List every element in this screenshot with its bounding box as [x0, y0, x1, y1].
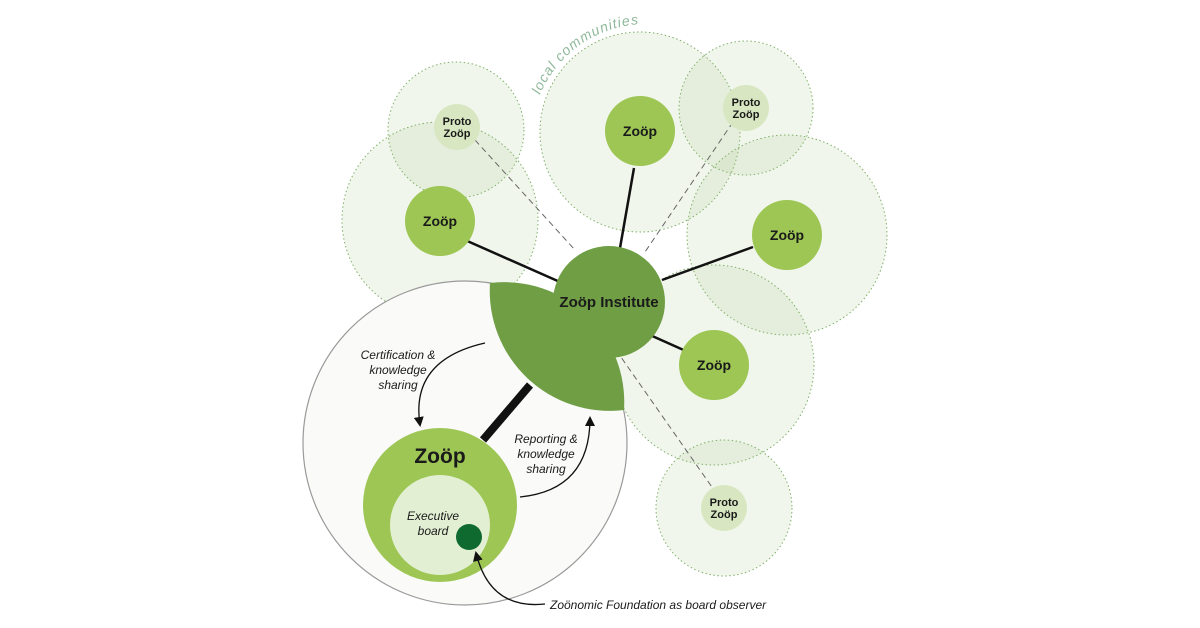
detail-connector: [479, 382, 534, 443]
zoop-institute-node: [553, 246, 665, 358]
reporting-label-line1: Reporting &: [514, 432, 577, 446]
proto-zoop-label-line1: Proto: [710, 497, 739, 509]
zoop-link: [618, 167, 636, 249]
proto-zoop-node: Proto Zoöp: [723, 85, 769, 131]
executive-board-label-line1: Executive: [407, 509, 459, 523]
proto-zoop-node: Proto Zoöp: [701, 485, 747, 531]
certification-label-line3: sharing: [378, 378, 418, 392]
proto-link: [644, 121, 734, 253]
zoop-institute-label: Zoöp Institute: [559, 294, 658, 311]
executive-board-label-line2: board: [418, 524, 449, 538]
proto-link: [474, 139, 576, 251]
certification-label-line1: Certification &: [361, 348, 436, 362]
zoop-node: Zoöp: [605, 96, 675, 166]
zoop-link: [661, 245, 754, 282]
proto-zoop-circle: [434, 104, 480, 150]
zoop-node-label: Zoöp: [770, 227, 804, 243]
zoop-node: Zoöp: [405, 186, 475, 256]
zoop-node-circle: [679, 330, 749, 400]
reporting-label-line3: sharing: [526, 462, 566, 476]
zoop-node-circle: [752, 200, 822, 270]
reporting-label-line2: knowledge: [517, 447, 575, 461]
detail-zoop-title: Zoöp: [414, 445, 465, 468]
zoop-node-label: Zoöp: [423, 213, 457, 229]
proto-zoop-label-line2: Zoöp: [733, 109, 760, 121]
certification-arrow-icon: [413, 342, 486, 427]
institute-lens: [489, 282, 625, 411]
proto-zoop-label-line2: Zoöp: [444, 128, 471, 140]
zoop-links: [464, 167, 754, 354]
proto-zoop-circle: [701, 485, 747, 531]
proto-zoop-circle: [723, 85, 769, 131]
foundation-observer-label: Zoönomic Foundation as board observer: [549, 598, 767, 612]
zoop-link: [649, 333, 689, 354]
zoop-node-label: Zoöp: [697, 357, 731, 373]
zoop-node-circle: [405, 186, 475, 256]
zoop-node-label: Zoöp: [623, 123, 657, 139]
proto-zoop-label-line2: Zoöp: [711, 509, 738, 521]
proto-links: [474, 121, 734, 491]
zoop-node: Zoöp: [752, 200, 822, 270]
zoop-node: Zoöp: [679, 330, 749, 400]
zoop-node-circle: [605, 96, 675, 166]
certification-label-line2: knowledge: [369, 363, 427, 377]
zoop-link: [464, 238, 561, 284]
observer-arrow-icon: [473, 551, 546, 606]
proto-zoop-label-line1: Proto: [732, 97, 761, 109]
proto-zoop-label-line1: Proto: [443, 116, 472, 128]
proto-link: [615, 349, 715, 491]
reporting-arrow-icon: [519, 416, 595, 498]
local-communities: [341, 31, 888, 577]
foundation-observer-dot: [456, 524, 482, 550]
proto-zoop-node: Proto Zoöp: [434, 104, 480, 150]
executive-board-circle: [390, 475, 490, 575]
